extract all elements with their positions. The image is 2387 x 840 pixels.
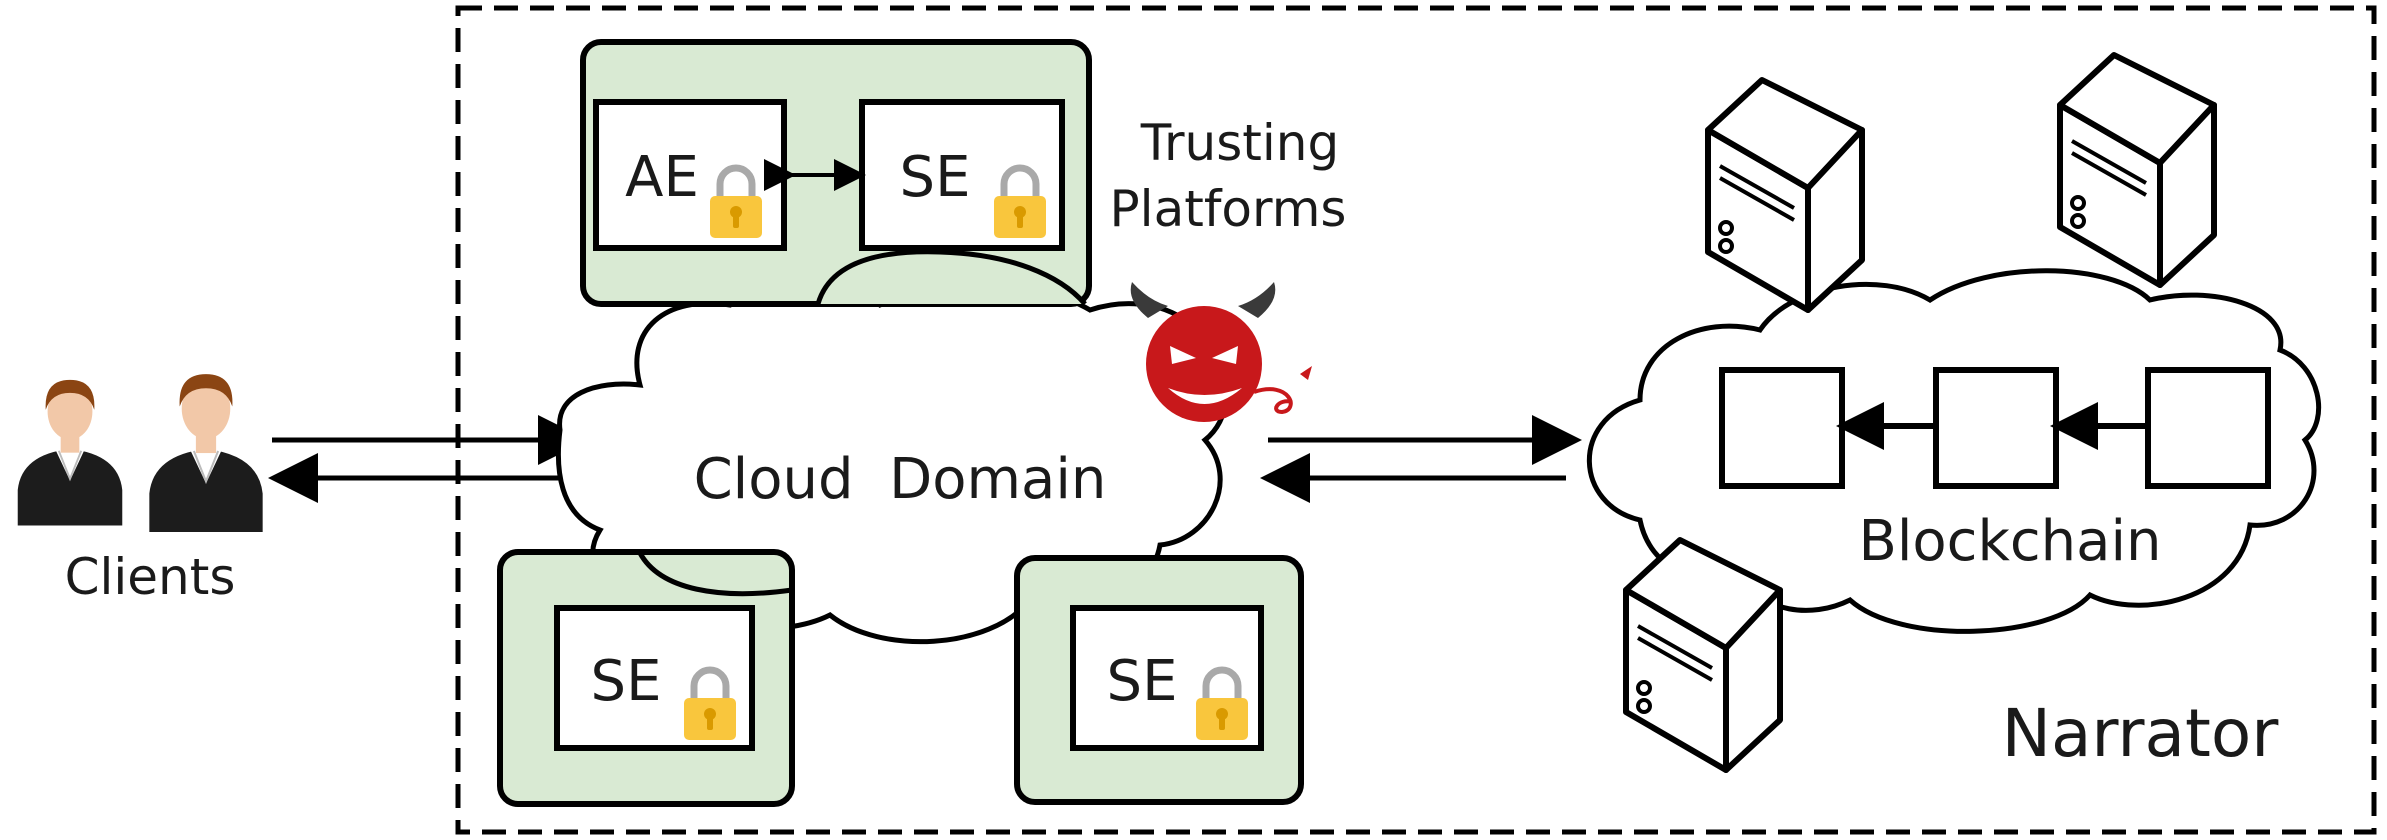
server-icon [2060, 55, 2214, 285]
block [2145, 367, 2271, 489]
enclave-ae-label: AE [625, 145, 699, 210]
user-icon [16, 378, 124, 527]
user-icon [148, 373, 264, 534]
block [1933, 367, 2059, 489]
blockchain-label: Blockchain [1858, 509, 2161, 574]
trusting-platforms-label: Trusting [1140, 114, 1339, 172]
trusting-platform-bottom-right: SE [1014, 555, 1304, 805]
narrator-label: Narrator [2002, 695, 2280, 772]
trusting-platform-bottom-left: SE [497, 549, 795, 807]
server-icon [1708, 80, 1862, 310]
devil-icon [1130, 282, 1312, 422]
cloud-domain-label: Cloud Domain [694, 447, 1107, 512]
narrator-boundary [455, 5, 2377, 835]
enclave-se-label: SE [900, 145, 971, 210]
trusting-platforms-label: Platforms [1110, 180, 1347, 238]
clients-group: Clients [16, 373, 264, 606]
blockchain-cloud: Blockchain [1586, 268, 2322, 634]
block [1719, 367, 1845, 489]
enclave-se-label: SE [1107, 649, 1178, 714]
enclave-se-label: SE [591, 649, 662, 714]
clients-label: Clients [65, 548, 236, 606]
